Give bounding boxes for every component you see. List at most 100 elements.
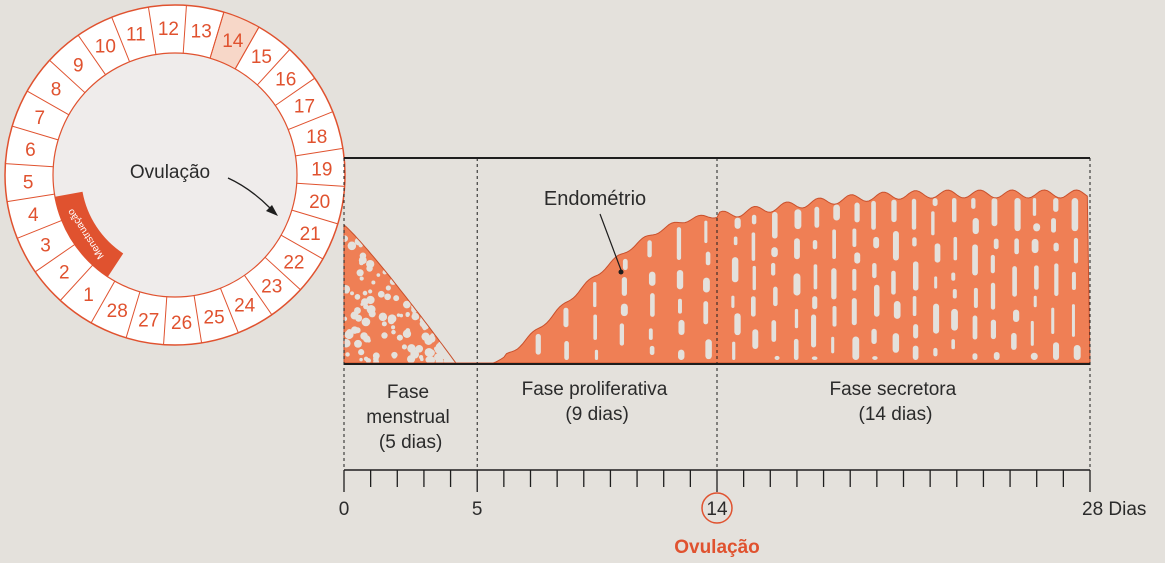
wheel-day-14: 14 — [222, 31, 244, 52]
gland-gap — [734, 313, 741, 336]
gland-gap — [934, 276, 938, 289]
shedding-gap — [396, 313, 401, 317]
gland-gap — [874, 284, 880, 317]
shedding-gap — [366, 265, 373, 272]
gland-gap — [1071, 271, 1076, 290]
gland-gap — [913, 324, 919, 339]
gland-gap — [912, 345, 919, 360]
gland-gap — [622, 258, 628, 271]
wheel-divider — [256, 49, 291, 86]
endometrium-pointer-line — [599, 213, 622, 271]
tick-label-28: 28 Dias — [1082, 499, 1146, 520]
gland-gap — [620, 303, 628, 317]
gland-gap — [912, 296, 917, 317]
gland-gap — [704, 220, 708, 244]
wheel-day-7: 7 — [35, 108, 46, 129]
gland-gap — [647, 240, 652, 258]
shedding-gap — [368, 289, 373, 294]
shedding-gap — [391, 329, 396, 335]
wheel-day-3: 3 — [40, 236, 51, 257]
gland-gap — [971, 198, 976, 209]
gland-gap — [593, 314, 597, 340]
tick-label-5: 5 — [472, 499, 483, 520]
gland-gap — [972, 218, 979, 235]
gland-gap — [990, 254, 995, 274]
gland-gap — [676, 269, 684, 290]
gland-gap — [811, 356, 818, 360]
tick-label-0: 0 — [339, 499, 350, 520]
gland-gap — [564, 341, 569, 360]
wheel-divider — [34, 244, 76, 273]
wheel-day-19: 19 — [311, 159, 332, 180]
shedding-gap — [403, 300, 411, 309]
gland-gap — [932, 198, 938, 207]
gland-gap — [593, 282, 597, 308]
shedding-gap — [361, 317, 371, 327]
shedding-gap — [415, 344, 424, 353]
shedding-gap — [346, 329, 353, 335]
endometrium-pointer-dot-icon — [618, 269, 624, 275]
gland-gap — [1053, 198, 1059, 212]
gland-gap — [563, 307, 569, 328]
shedding-gap — [391, 325, 396, 330]
shedding-gap — [410, 352, 414, 356]
shedding-gap — [405, 313, 410, 317]
wheel-divider — [17, 219, 62, 239]
shedding-gap — [358, 243, 363, 248]
gland-gap — [1014, 198, 1021, 232]
gland-gap — [1011, 332, 1017, 350]
gland-gap — [751, 232, 756, 261]
gland-gap — [1033, 295, 1037, 308]
wheel-dividers — [5, 5, 345, 345]
gland-gap — [1073, 345, 1081, 360]
shedding-gap — [354, 339, 362, 348]
gland-gap — [1054, 263, 1059, 297]
gland-gap — [993, 238, 999, 250]
gland-gap — [705, 251, 711, 266]
gland-gap — [794, 238, 800, 260]
gland-gap — [771, 247, 778, 258]
wheel-day-4: 4 — [28, 205, 39, 226]
gland-gap — [892, 333, 900, 353]
gland-gap — [972, 244, 978, 276]
shedding-gap — [360, 302, 364, 306]
gland-gap — [594, 349, 599, 360]
shedding-gap — [362, 290, 368, 296]
gland-gap — [933, 303, 940, 334]
gland-gap — [793, 338, 799, 360]
wheel-day-13: 13 — [191, 21, 212, 42]
gland-gap — [734, 217, 741, 229]
wheel-day-1: 1 — [83, 285, 94, 306]
gland-gap — [973, 287, 978, 308]
day-axis-ticks — [343, 470, 1091, 492]
wheel-day-17: 17 — [294, 96, 315, 117]
gland-gap — [934, 243, 941, 263]
wheel-divider — [7, 193, 55, 203]
gland-gap — [648, 328, 653, 340]
shedding-gap — [408, 346, 416, 353]
shedding-gap — [356, 269, 364, 277]
ovulation-pointer-arrow-icon — [266, 205, 278, 216]
wheel-divider — [280, 234, 324, 260]
wheel-divider — [26, 90, 70, 116]
shedding-gap — [396, 334, 403, 341]
wheel-divider — [244, 274, 273, 316]
shedding-gap — [350, 291, 354, 296]
gland-gap — [990, 319, 997, 340]
gland-gap — [951, 339, 955, 350]
wheel-divider — [90, 280, 116, 324]
gland-gap — [871, 200, 876, 230]
shedding-gap — [366, 295, 375, 305]
gland-gap — [751, 214, 757, 225]
gland-gap — [812, 240, 818, 250]
gland-gap — [771, 320, 777, 342]
shedding-gap — [399, 313, 404, 318]
gland-gap — [813, 264, 818, 290]
gland-gap — [752, 265, 756, 291]
gland-gap — [972, 315, 978, 340]
wheel-day-10: 10 — [95, 37, 116, 58]
gland-gap — [774, 355, 780, 360]
gland-gap — [752, 329, 759, 349]
